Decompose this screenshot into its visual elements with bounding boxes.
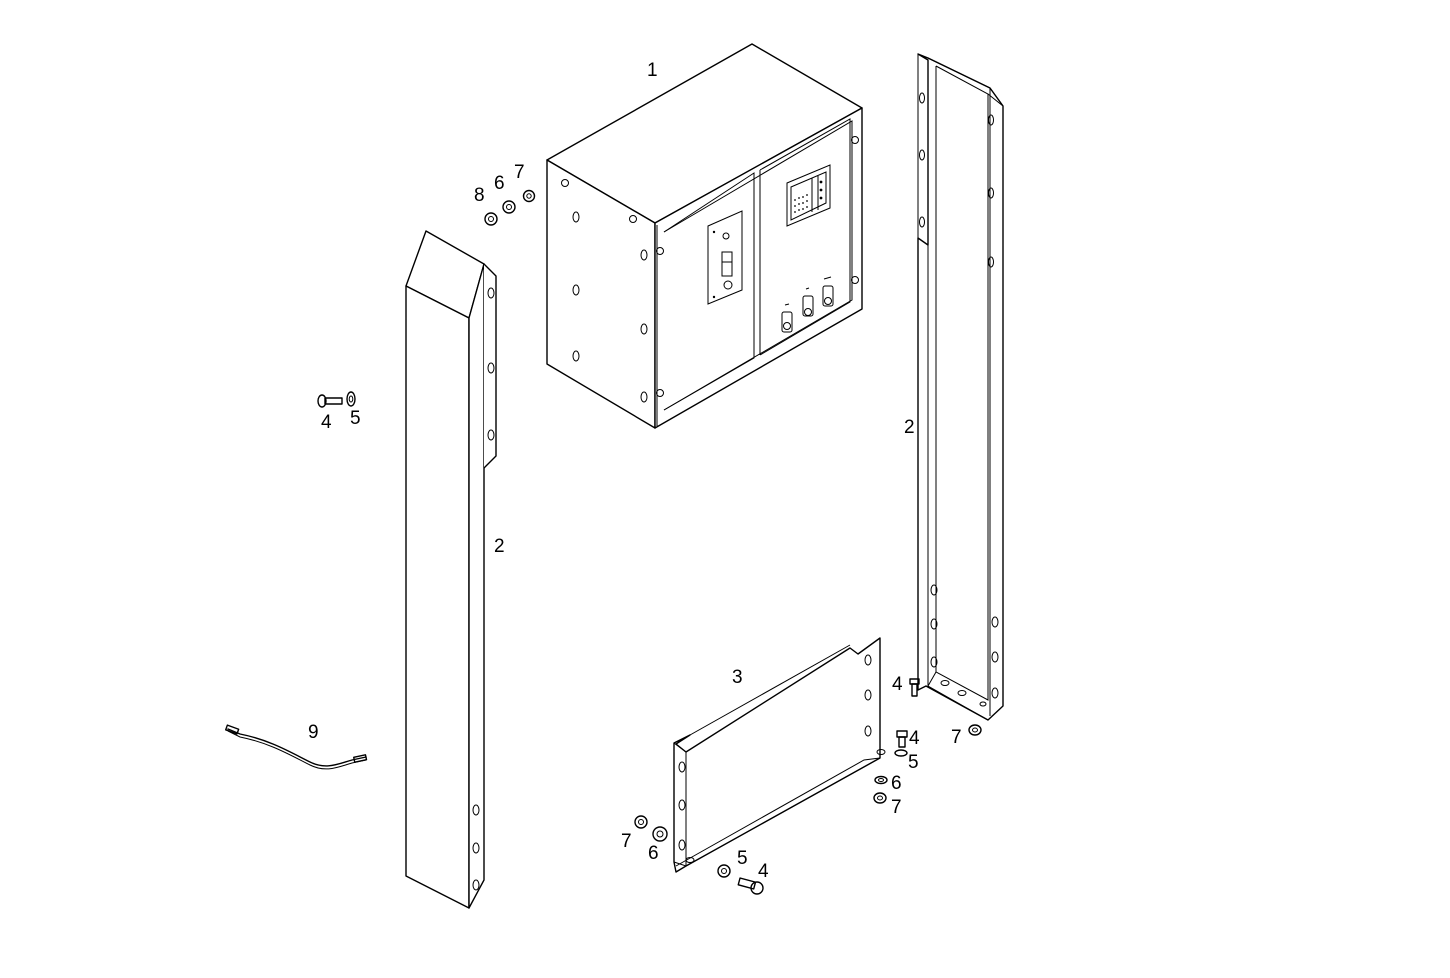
callout-8-top: 8 xyxy=(474,185,485,206)
switch-2 xyxy=(802,287,814,317)
callout-2-left-post: 2 xyxy=(494,536,505,557)
callout-9-cable: 9 xyxy=(308,722,319,743)
fastener-washer-5-bracket-bottom xyxy=(717,864,731,878)
control-cabinet xyxy=(546,43,863,429)
fastener-nut-7-bracket-left xyxy=(634,815,648,829)
fastener-nut-7-post-right xyxy=(968,724,982,736)
base-bracket xyxy=(673,637,886,873)
callout-4-bracket-bottom: 4 xyxy=(758,861,769,882)
left-post xyxy=(405,230,497,909)
fastener-washer-6-bracket-right xyxy=(874,775,888,785)
switch-3 xyxy=(822,276,834,307)
fastener-washer-5-bracket-right xyxy=(894,749,908,757)
callout-7-top: 7 xyxy=(514,162,525,183)
fastener-bolt-4-bracket-bottom xyxy=(737,877,764,895)
callout-1-cabinet: 1 xyxy=(647,60,658,81)
fastener-nut-7-top xyxy=(522,189,536,203)
callout-2-right-post: 2 xyxy=(904,417,915,438)
callout-labels: 1 2 2 3 4 5 8 6 7 9 4 7 4 5 6 7 7 6 5 4 xyxy=(308,60,962,882)
callout-6-top: 6 xyxy=(494,173,505,194)
callout-7-bracket-left: 7 xyxy=(621,831,632,852)
display-dots xyxy=(794,180,823,213)
fastener-nut-8 xyxy=(484,212,498,226)
callout-7-post-right: 7 xyxy=(951,727,962,748)
right-post xyxy=(917,53,1004,721)
callout-7-bracket-right: 7 xyxy=(891,797,902,818)
callout-5-bracket-right: 5 xyxy=(908,752,919,773)
fastener-washer-6-bracket-left xyxy=(652,826,668,842)
callout-4-left: 4 xyxy=(321,412,332,433)
bracket-holes xyxy=(678,654,886,863)
cabinet-side-holes xyxy=(572,211,648,403)
callout-4-bracket-right: 4 xyxy=(909,728,920,749)
fastener-nut-7-bracket-right xyxy=(873,792,887,804)
fastener-bolt-4-left xyxy=(317,394,343,408)
fastener-washer-6 xyxy=(502,200,516,214)
fastener-washer-5-left xyxy=(346,391,356,407)
callout-6-bracket-left: 6 xyxy=(648,843,659,864)
switch-1 xyxy=(781,303,793,333)
callout-5-bracket-bottom: 5 xyxy=(737,848,748,869)
fastener-bolt-4-post-right xyxy=(909,678,920,697)
right-post-holes xyxy=(919,92,999,707)
cabinet-corner-screws xyxy=(561,136,859,397)
callout-4-post-right: 4 xyxy=(892,674,903,695)
callout-3-bracket: 3 xyxy=(732,667,743,688)
callout-5-left: 5 xyxy=(350,408,361,429)
callout-6-bracket-right: 6 xyxy=(891,773,902,794)
earth-cable xyxy=(224,724,368,770)
left-post-holes xyxy=(472,287,495,891)
fastener-bolt-4-bracket-right xyxy=(896,730,908,748)
